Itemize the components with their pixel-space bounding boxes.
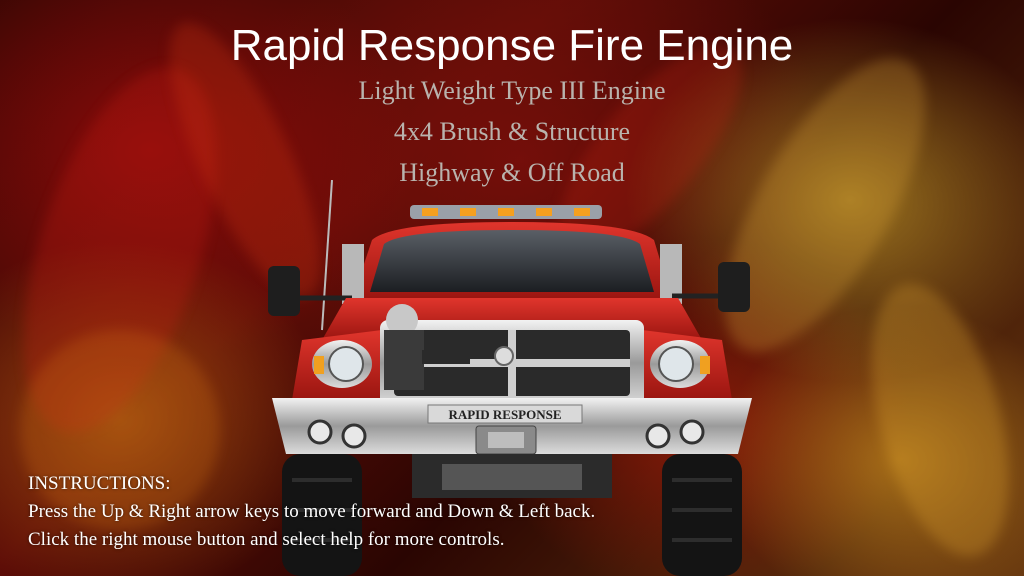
fire-truck-image: RAPID RESPONSE	[262, 179, 762, 576]
page-title: Rapid Response Fire Engine	[230, 21, 794, 70]
flame-streak	[845, 269, 1024, 571]
subtitle-capability: 4x4 Brush & Structure	[393, 117, 631, 146]
flame-streak	[20, 330, 220, 530]
subtitle-engine-type: Light Weight Type III Engine	[358, 76, 666, 105]
subtitle-terrain: Highway & Off Road	[399, 158, 625, 187]
truck-badge-text: RAPID RESPONSE	[448, 407, 561, 422]
instructions-line-movement: Press the Up & Right arrow keys to move …	[28, 501, 596, 522]
instructions-heading: INSTRUCTIONS:	[28, 473, 171, 494]
instructions-block: INSTRUCTIONS: Press the Up & Right arrow…	[28, 470, 595, 554]
fire-truck-illustration: RAPID RESPONSE	[268, 179, 752, 576]
instructions-line-help: Click the right mouse button and select …	[28, 529, 505, 550]
